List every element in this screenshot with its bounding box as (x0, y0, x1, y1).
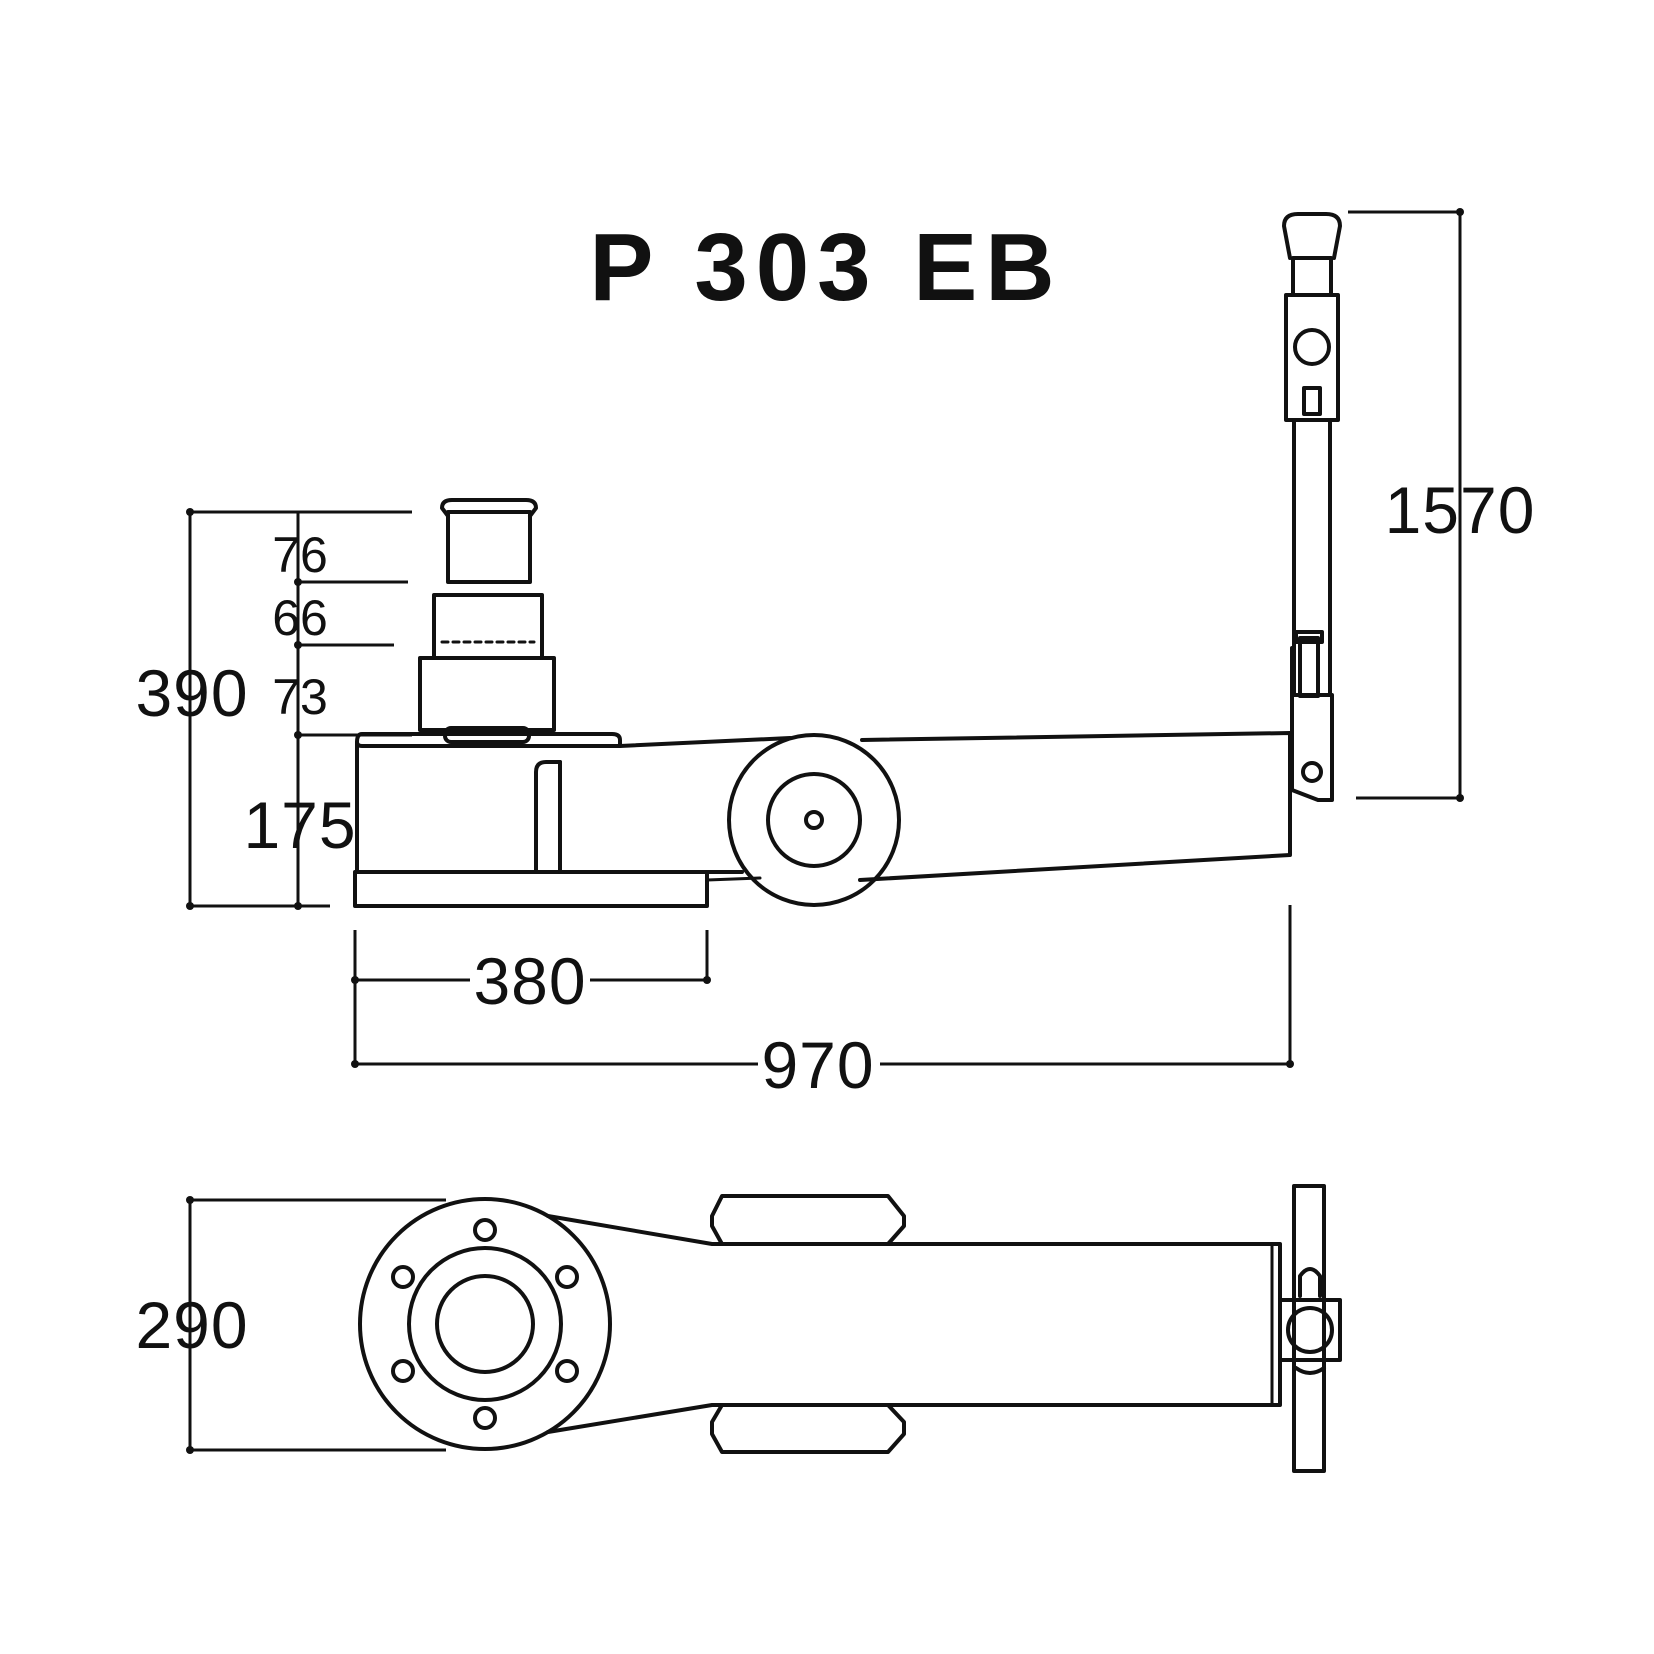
ram-stage-middle (432, 593, 544, 660)
frame-upper-start (618, 736, 792, 748)
dimension-labels: 76 66 73 390 175 1570 380 970 290 (135, 473, 1536, 1362)
wheel-outer (727, 733, 901, 907)
dim-dot (294, 578, 302, 586)
model-title: P 303 EB (589, 214, 1062, 321)
base-plate (353, 870, 709, 908)
base-flange-outer (358, 1197, 612, 1451)
dim-label-290: 290 (135, 1288, 248, 1362)
dim-dot (351, 1060, 359, 1068)
dim-dot (294, 641, 302, 649)
bolt-hole (391, 1359, 415, 1383)
dim-dot (1456, 794, 1464, 802)
handle-latch-top-view (1298, 1267, 1322, 1298)
wheel-top-upper (710, 1194, 906, 1246)
wheel-top-lower (710, 1403, 906, 1454)
top-view (358, 1184, 1342, 1473)
handle-joint-top-view (1294, 1366, 1326, 1375)
handle-bracket (1290, 646, 1334, 802)
ram-stage-top (446, 510, 532, 584)
handle-top-view (1292, 1184, 1326, 1473)
dim-dot (1286, 1060, 1294, 1068)
dim-dot (186, 1446, 194, 1454)
handle-knob-top-view (1286, 1306, 1334, 1354)
bolt-hole (473, 1406, 497, 1430)
dim-dot (294, 902, 302, 910)
wheel-hub (766, 772, 862, 868)
bolt-hole (391, 1265, 415, 1289)
handle-grip-body (1284, 293, 1340, 422)
dim-dot (186, 508, 194, 516)
base-flange-inner (407, 1246, 563, 1402)
dim-label-380: 380 (473, 944, 586, 1018)
ram-bore (435, 1274, 535, 1374)
release-valve (1298, 636, 1320, 698)
handle-pivot-bolt (1301, 761, 1323, 783)
handle-head-top-view (1278, 1298, 1342, 1362)
dim-label-76: 76 (272, 527, 328, 583)
dim-label-970: 970 (761, 1028, 874, 1102)
bolt-hole (555, 1265, 579, 1289)
dim-dot (703, 976, 711, 984)
bolt-hole (473, 1218, 497, 1242)
dimension-lines (186, 208, 1464, 1454)
bolt-hole (555, 1359, 579, 1383)
handle-top-cap (1282, 212, 1342, 260)
saddle-cap (440, 498, 538, 518)
ram-stage-bottom (418, 656, 556, 732)
dim-dot (186, 1196, 194, 1204)
dim-label-390: 390 (135, 656, 248, 730)
dim-dot (294, 731, 302, 739)
handle-grip-knob (1293, 328, 1331, 366)
dim-label-66: 66 (272, 590, 328, 646)
frame-lower-start (558, 760, 744, 874)
handle-grip-latch (1302, 386, 1322, 416)
handle-neck (1291, 256, 1333, 297)
dim-label-73: 73 (272, 669, 328, 725)
dim-label-175: 175 (243, 788, 356, 862)
frame-top-view (546, 1214, 1282, 1434)
frame-arm (858, 731, 1292, 882)
cylinder-housing (355, 740, 562, 874)
dim-dot (1456, 208, 1464, 216)
dim-dot (186, 902, 194, 910)
dim-label-1570: 1570 (1385, 473, 1536, 547)
wheel-axle (804, 810, 824, 830)
